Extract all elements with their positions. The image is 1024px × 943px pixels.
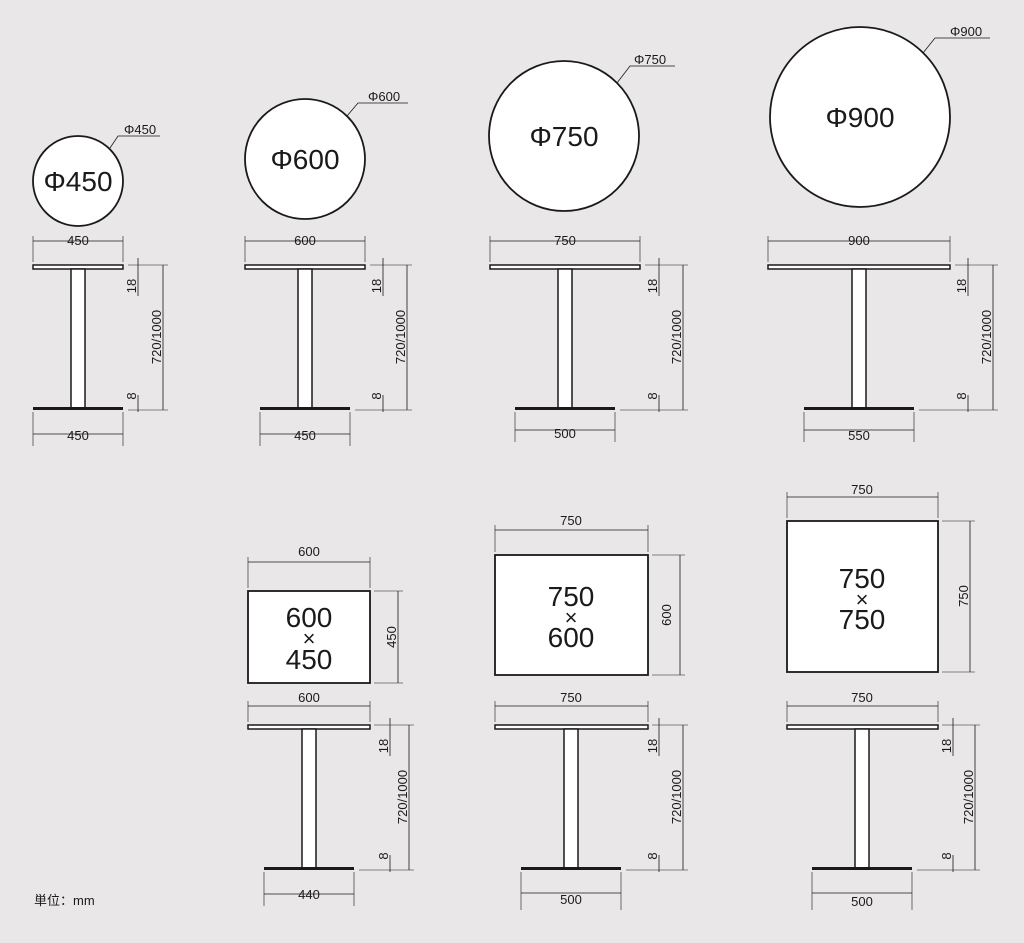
table-column — [70, 268, 86, 409]
square-side-600: 600 440 18 720/1000 8 — [247, 690, 414, 906]
table-base — [515, 407, 615, 410]
height-dim: 720/1000 — [961, 770, 976, 824]
base-width-dim: 500 — [554, 426, 576, 441]
square-top — [494, 554, 649, 676]
top-thickness-dim: 18 — [954, 279, 969, 293]
height-dim: 720/1000 — [669, 770, 684, 824]
base-width-dim: 500 — [560, 892, 582, 907]
top-thickness-dim: 18 — [939, 739, 954, 753]
round-top-600: Φ600 Φ600 — [244, 89, 408, 220]
base-thickness-dim: 8 — [954, 392, 969, 399]
round-label: Φ450 — [43, 166, 112, 197]
height-dim: 720/1000 — [393, 310, 408, 364]
table-base — [804, 407, 914, 410]
square-top-750x600: 750 750 × 600 600 — [494, 513, 685, 676]
base-thickness-dim: 8 — [124, 392, 139, 399]
top-width-dim: 750 — [851, 690, 873, 705]
plan-depth-dim: 750 — [956, 585, 971, 607]
table-column — [563, 728, 579, 869]
base-thickness-dim: 8 — [939, 852, 954, 859]
base-width-dim: 440 — [298, 887, 320, 902]
table-column — [297, 268, 313, 409]
square-top-600x450: 600 600 × 450 450 — [247, 544, 403, 684]
square-side-750a: 750 500 18 720/1000 8 — [494, 690, 688, 910]
top-width-dim: 600 — [298, 690, 320, 705]
top-thickness-dim: 18 — [124, 279, 139, 293]
square-top-750x750: 750 750 × 750 750 — [786, 482, 975, 673]
base-thickness-dim: 8 — [645, 392, 660, 399]
top-thickness-dim: 18 — [645, 739, 660, 753]
size-width-label: 600 — [286, 602, 333, 633]
plan-depth-dim: 450 — [384, 626, 399, 648]
height-dim: 720/1000 — [669, 310, 684, 364]
base-width-dim: 450 — [67, 428, 89, 443]
callout-leader — [109, 135, 160, 149]
round-top-900: Φ900 Φ900 — [769, 24, 990, 208]
top-thickness-dim: 18 — [369, 279, 384, 293]
round-label: Φ900 — [825, 102, 894, 133]
size-times-label: × — [303, 626, 316, 651]
round-label: Φ600 — [270, 144, 339, 175]
base-thickness-dim: 8 — [376, 852, 391, 859]
table-base — [812, 867, 912, 870]
round-side-900: 900 550 18 720/1000 8 — [767, 233, 998, 443]
table-column — [301, 728, 317, 869]
callout-leader — [616, 65, 675, 84]
top-width-dim: 900 — [848, 233, 870, 248]
table-column — [851, 268, 867, 409]
callout-leader — [346, 102, 408, 117]
square-top — [247, 590, 371, 684]
height-dim: 720/1000 — [979, 310, 994, 364]
callout-leader — [922, 37, 990, 54]
table-base — [521, 867, 621, 870]
size-width-label: 750 — [839, 563, 886, 594]
base-thickness-dim: 8 — [369, 392, 384, 399]
diameter-callout: Φ750 — [634, 52, 666, 67]
base-width-dim: 450 — [294, 428, 316, 443]
top-width-dim: 600 — [294, 233, 316, 248]
round-side-750: 750 500 18 720/1000 8 — [489, 233, 688, 442]
plan-width-dim: 600 — [298, 544, 320, 559]
round-top-450: Φ450 Φ450 — [32, 122, 160, 227]
size-times-label: × — [565, 605, 578, 630]
top-width-dim: 450 — [67, 233, 89, 248]
top-width-dim: 750 — [554, 233, 576, 248]
square-top — [786, 520, 939, 673]
size-width-label: 750 — [548, 581, 595, 612]
base-width-dim: 550 — [848, 428, 870, 443]
size-depth-label: 750 — [839, 604, 886, 635]
diameter-callout: Φ600 — [368, 89, 400, 104]
plan-width-dim: 750 — [851, 482, 873, 497]
height-dim: 720/1000 — [149, 310, 164, 364]
round-label: Φ750 — [529, 121, 598, 152]
table-base — [264, 867, 354, 870]
table-column — [557, 268, 573, 409]
diameter-callout: Φ450 — [124, 122, 156, 137]
table-base — [260, 407, 350, 410]
base-thickness-dim: 8 — [645, 852, 660, 859]
unit-note: 単位：mm — [34, 893, 95, 908]
base-width-dim: 500 — [851, 894, 873, 909]
size-depth-label: 600 — [548, 622, 595, 653]
top-thickness-dim: 18 — [376, 739, 391, 753]
round-side-600: 600 450 18 720/1000 8 — [244, 233, 412, 446]
round-side-450: 450 450 18 720/1000 8 — [32, 233, 168, 446]
diameter-callout: Φ900 — [950, 24, 982, 39]
top-thickness-dim: 18 — [645, 279, 660, 293]
table-column — [854, 728, 870, 869]
plan-depth-dim: 600 — [659, 604, 674, 626]
table-base — [33, 407, 123, 410]
round-top-750: Φ750 Φ750 — [488, 52, 675, 212]
square-side-750b: 750 500 18 720/1000 8 — [786, 690, 980, 910]
size-times-label: × — [856, 587, 869, 612]
plan-width-dim: 750 — [560, 513, 582, 528]
top-width-dim: 750 — [560, 690, 582, 705]
size-depth-label: 450 — [286, 644, 333, 675]
height-dim: 720/1000 — [395, 770, 410, 824]
